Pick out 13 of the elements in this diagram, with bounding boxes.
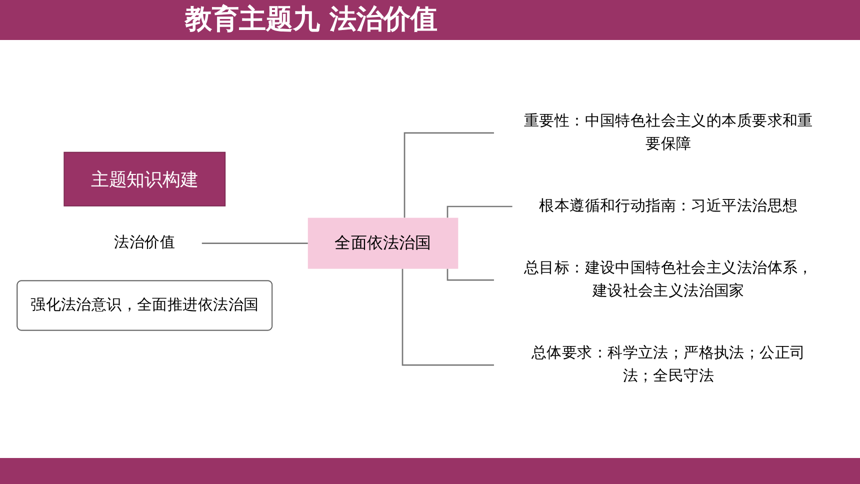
title: 教育主题九 法治价值 <box>185 3 438 37</box>
connector <box>402 268 494 366</box>
connector <box>201 242 308 244</box>
node-text: 法治价值 <box>114 234 176 252</box>
node-text: 总体要求：科学立法；严格执法；公正司法；全民守法 <box>532 344 806 385</box>
node-box: 全面依法治国 <box>308 218 458 269</box>
connector <box>446 206 512 218</box>
connector <box>404 132 494 218</box>
connector <box>446 268 494 281</box>
node-text: 总目标：建设中国特色社会主义法治体系，建设社会主义法治国家 <box>524 259 813 300</box>
node-text: 重要性：中国特色社会主义的本质要求和重要保障 <box>524 112 813 153</box>
node-box: 主题知识构建 <box>64 152 226 206</box>
node-text: 根本遵循和行动指南：习近平法治思想 <box>539 196 798 215</box>
